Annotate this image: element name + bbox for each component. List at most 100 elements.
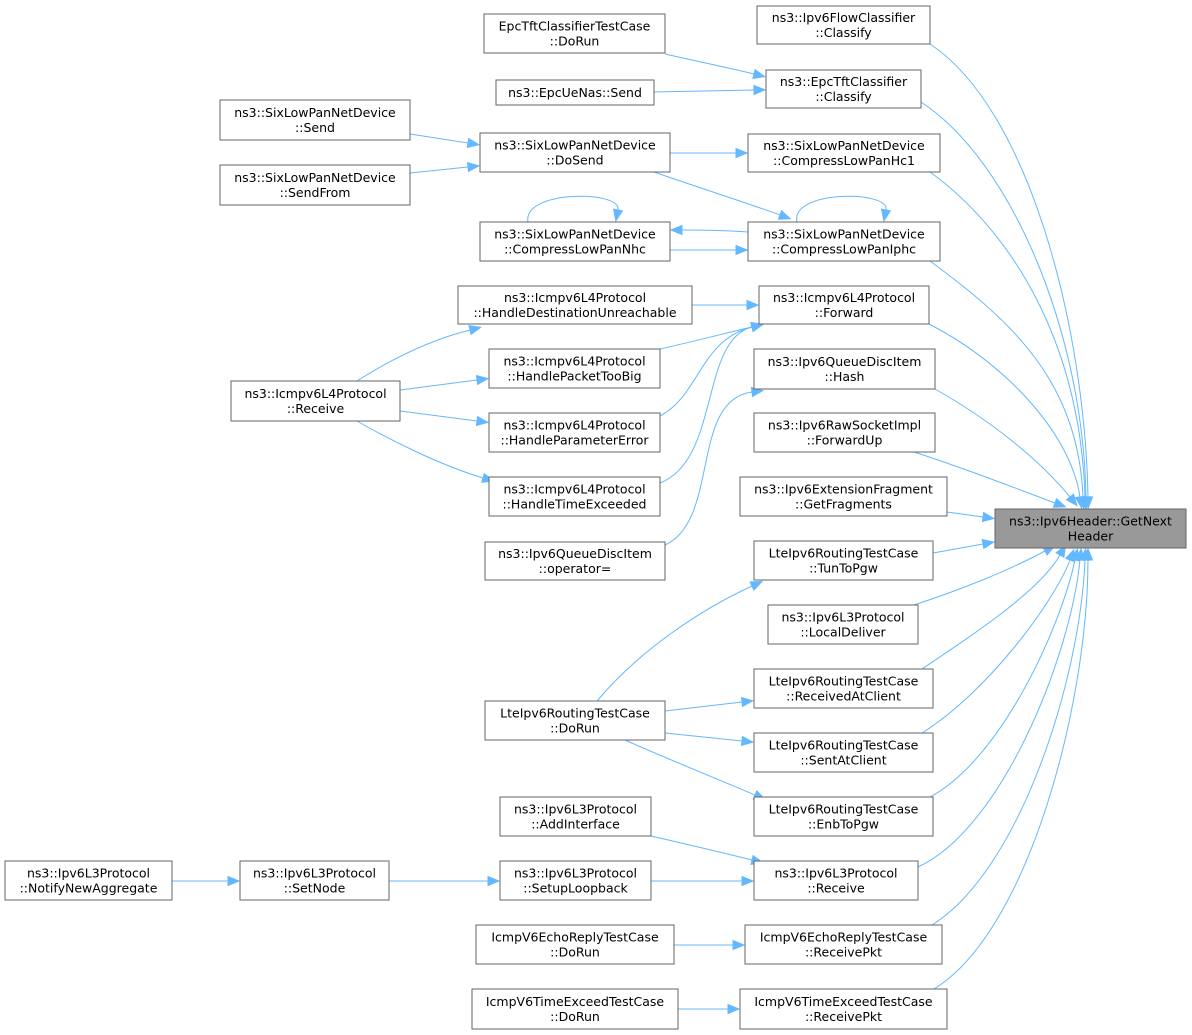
node-label: ::Classify xyxy=(815,89,872,104)
arrowhead-icmp_receive-to-icmp_handletoobig xyxy=(475,374,490,386)
node-epcuenas_send[interactable]: ns3::EpcUeNas::Send xyxy=(495,79,655,106)
node-box xyxy=(219,99,411,141)
node-label: ::EnbToPgw xyxy=(808,817,879,832)
node-label: ::Send xyxy=(295,120,335,135)
node-lte_enbtopgw[interactable]: LteIpv6RoutingTestCase::EnbToPgw xyxy=(753,796,934,837)
arrowhead-sixlow_compressnhc-to-sixlow_compressnhc xyxy=(612,208,624,223)
node-box xyxy=(488,476,661,517)
node-icmp_handletoobig[interactable]: ns3::Icmpv6L4Protocol::HandlePacketTooBi… xyxy=(488,348,661,389)
node-echoreply_receivepkt[interactable]: IcmpV6EchoReplyTestCase::ReceivePkt xyxy=(744,924,943,965)
edge-epctfttest_dorun-to-epctft_classify xyxy=(664,53,755,75)
node-label: ns3::Ipv6ExtensionFragment xyxy=(754,482,933,497)
node-timeexceed_dorun[interactable]: IcmpV6TimeExceedTestCase::DoRun xyxy=(471,988,679,1030)
node-label: ns3::Ipv6QueueDiscItem xyxy=(768,354,922,369)
node-sixlow_compressnhc[interactable]: ns3::SixLowPanNetDevice::CompressLowPanN… xyxy=(479,221,671,262)
arrowhead-epctfttest_dorun-to-epctft_classify xyxy=(752,68,766,79)
node-box xyxy=(471,988,679,1030)
node-box xyxy=(483,13,666,54)
node-box xyxy=(230,380,401,422)
node-label: ::DoRun xyxy=(550,34,600,49)
arrowhead-icmp_receive-to-icmp_handledest xyxy=(468,325,482,336)
edge-extfrag_getfragments-to-root xyxy=(946,511,984,518)
node-sixlow_compressiphc[interactable]: ns3::SixLowPanNetDevice::CompressLowPanI… xyxy=(747,221,941,262)
edge-sixlow_compressiphc-to-sixlow_compressnhc xyxy=(681,229,749,233)
node-ipv6l3_addinterface[interactable]: ns3::Ipv6L3Protocol::AddInterface xyxy=(499,796,652,837)
edge-icmp_handletoobig-to-icmp_forward xyxy=(659,326,753,350)
edge-icmp_handleparam-to-icmp_forward xyxy=(659,326,753,417)
arrowhead-lte_dorun-to-lte_tuntopgw xyxy=(749,580,764,591)
node-icmp_handletime[interactable]: ns3::Icmpv6L4Protocol::HandleTimeExceede… xyxy=(488,476,661,517)
node-label: ::ForwardUp xyxy=(807,433,883,448)
node-qdisc_operator[interactable]: ns3::Ipv6QueueDiscItem::operator= xyxy=(484,541,666,581)
node-ipv6l3_localdeliver[interactable]: ns3::Ipv6L3Protocol::LocalDeliver xyxy=(767,604,919,645)
node-label: ns3::Icmpv6L4Protocol xyxy=(504,290,646,305)
node-label: ns3::SixLowPanNetDevice xyxy=(494,227,656,242)
edge-epctft_classify-to-root xyxy=(920,101,1087,498)
node-box xyxy=(239,860,390,901)
node-qdisc_hash[interactable]: ns3::Ipv6QueueDiscItem::Hash xyxy=(753,348,936,390)
node-sixlow_dosend[interactable]: ns3::SixLowPanNetDevice::DoSend xyxy=(479,132,671,173)
node-sixlow_sendfrom[interactable]: ns3::SixLowPanNetDevice::SendFrom xyxy=(219,164,411,206)
node-extfrag_getfragments[interactable]: ns3::Ipv6ExtensionFragment::GetFragments xyxy=(739,476,948,517)
node-box xyxy=(495,79,655,106)
node-ipv6flow_classify[interactable]: ns3::Ipv6FlowClassifier::Classify xyxy=(756,5,931,45)
node-label: ::CompressLowPanIphc xyxy=(772,242,916,257)
node-icmp_forward[interactable]: ns3::Icmpv6L4Protocol::Forward xyxy=(758,285,930,325)
edge-ipv6l3_receive-to-root xyxy=(917,559,1081,868)
node-label: LteIpv6RoutingTestCase xyxy=(769,546,919,561)
node-sixlow_send[interactable]: ns3::SixLowPanNetDevice::Send xyxy=(219,99,411,141)
edge-echoreply_receivepkt-to-root xyxy=(931,559,1086,926)
edge-lte_enbtopgw-to-root xyxy=(929,559,1076,798)
node-label: ::HandleDestinationUnreachable xyxy=(473,305,676,320)
node-box xyxy=(739,476,948,517)
node-ipv6l3_notifynewagg[interactable]: ns3::Ipv6L3Protocol::NotifyNewAggregate xyxy=(4,860,173,901)
arrowhead-lte_dorun-to-lte_receivedatclient xyxy=(740,696,755,708)
node-label: ::Forward xyxy=(815,305,874,320)
node-box xyxy=(765,69,922,109)
node-ipv6l3_setuploopback[interactable]: ns3::Ipv6L3Protocol::SetupLoopback xyxy=(499,860,652,901)
node-box xyxy=(747,221,941,262)
node-label: ::HandleParameterError xyxy=(500,433,649,448)
node-box xyxy=(753,348,936,390)
node-label: ns3::SixLowPanNetDevice xyxy=(494,138,656,153)
node-box xyxy=(219,164,411,206)
node-icmp_receive[interactable]: ns3::Icmpv6L4Protocol::Receive xyxy=(230,380,401,422)
arrowhead-icmp_receive-to-icmp_handleparam xyxy=(475,415,490,427)
node-epctft_classify[interactable]: ns3::EpcTftClassifier::Classify xyxy=(765,69,922,109)
node-label: ns3::Icmpv6L4Protocol xyxy=(503,354,645,369)
arrowhead-epcuenas_send-to-epctft_classify xyxy=(753,84,767,96)
arrowhead-rawsocket_forwardup-to-root xyxy=(1052,497,1067,508)
node-label: ::HandlePacketTooBig xyxy=(507,369,641,384)
node-rawsocket_forwardup[interactable]: ns3::Ipv6RawSocketImpl::ForwardUp xyxy=(753,412,936,453)
edge-lte_receivedatclient-to-root xyxy=(921,554,1061,670)
edge-lte_dorun-to-lte_enbtopgw xyxy=(624,739,756,796)
arrowhead-ipv6l3_setuploopback-to-ipv6l3_receive xyxy=(741,875,755,887)
node-lte_sentatclient[interactable]: LteIpv6RoutingTestCase::SentAtClient xyxy=(753,732,934,773)
edge-lte_dorun-to-lte_receivedatclient xyxy=(664,701,743,712)
arrowhead-lte_dorun-to-lte_sentatclient xyxy=(740,735,755,747)
node-timeexceed_receivepkt[interactable]: IcmpV6TimeExceedTestCase::ReceivePkt xyxy=(739,988,948,1030)
node-label: ns3::Ipv6L3Protocol xyxy=(253,866,376,881)
node-label: ns3::Ipv6L3Protocol xyxy=(514,802,637,817)
node-sixlow_compresshc1[interactable]: ns3::SixLowPanNetDevice::CompressLowPanH… xyxy=(747,133,941,173)
arrowhead-ipv6l3_setnode-to-ipv6l3_setuploopback xyxy=(487,875,501,887)
node-box xyxy=(747,133,941,173)
node-echoreply_dorun[interactable]: IcmpV6EchoReplyTestCase::DoRun xyxy=(475,924,675,965)
node-epctfttest_dorun[interactable]: EpcTftClassifierTestCase::DoRun xyxy=(483,13,666,54)
node-ipv6l3_receive[interactable]: ns3::Ipv6L3Protocol::Receive xyxy=(753,860,919,901)
node-lte_dorun[interactable]: LteIpv6RoutingTestCase::DoRun xyxy=(484,700,666,741)
node-ipv6l3_setnode[interactable]: ns3::Ipv6L3Protocol::SetNode xyxy=(239,860,390,901)
node-lte_receivedatclient[interactable]: LteIpv6RoutingTestCase::ReceivedAtClient xyxy=(753,668,934,709)
arrowhead-timeexceed_receivepkt-to-root xyxy=(1082,547,1094,561)
edge-lte_tuntopgw-to-root xyxy=(932,543,984,554)
node-label: ::NotifyNewAggregate xyxy=(20,881,158,896)
node-lte_tuntopgw[interactable]: LteIpv6RoutingTestCase::TunToPgw xyxy=(753,540,934,581)
edge-ipv6l3_localdeliver-to-root xyxy=(913,550,1046,606)
node-label: ns3::Ipv6RawSocketImpl xyxy=(768,418,921,433)
node-icmp_handleparam[interactable]: ns3::Icmpv6L4Protocol::HandleParameterEr… xyxy=(488,412,661,453)
node-label: IcmpV6TimeExceedTestCase xyxy=(754,994,933,1009)
node-icmp_handledest[interactable]: ns3::Icmpv6L4Protocol::HandleDestination… xyxy=(457,285,693,325)
node-label: ns3::SixLowPanNetDevice xyxy=(234,105,396,120)
node-label: ::SendFrom xyxy=(280,185,351,200)
